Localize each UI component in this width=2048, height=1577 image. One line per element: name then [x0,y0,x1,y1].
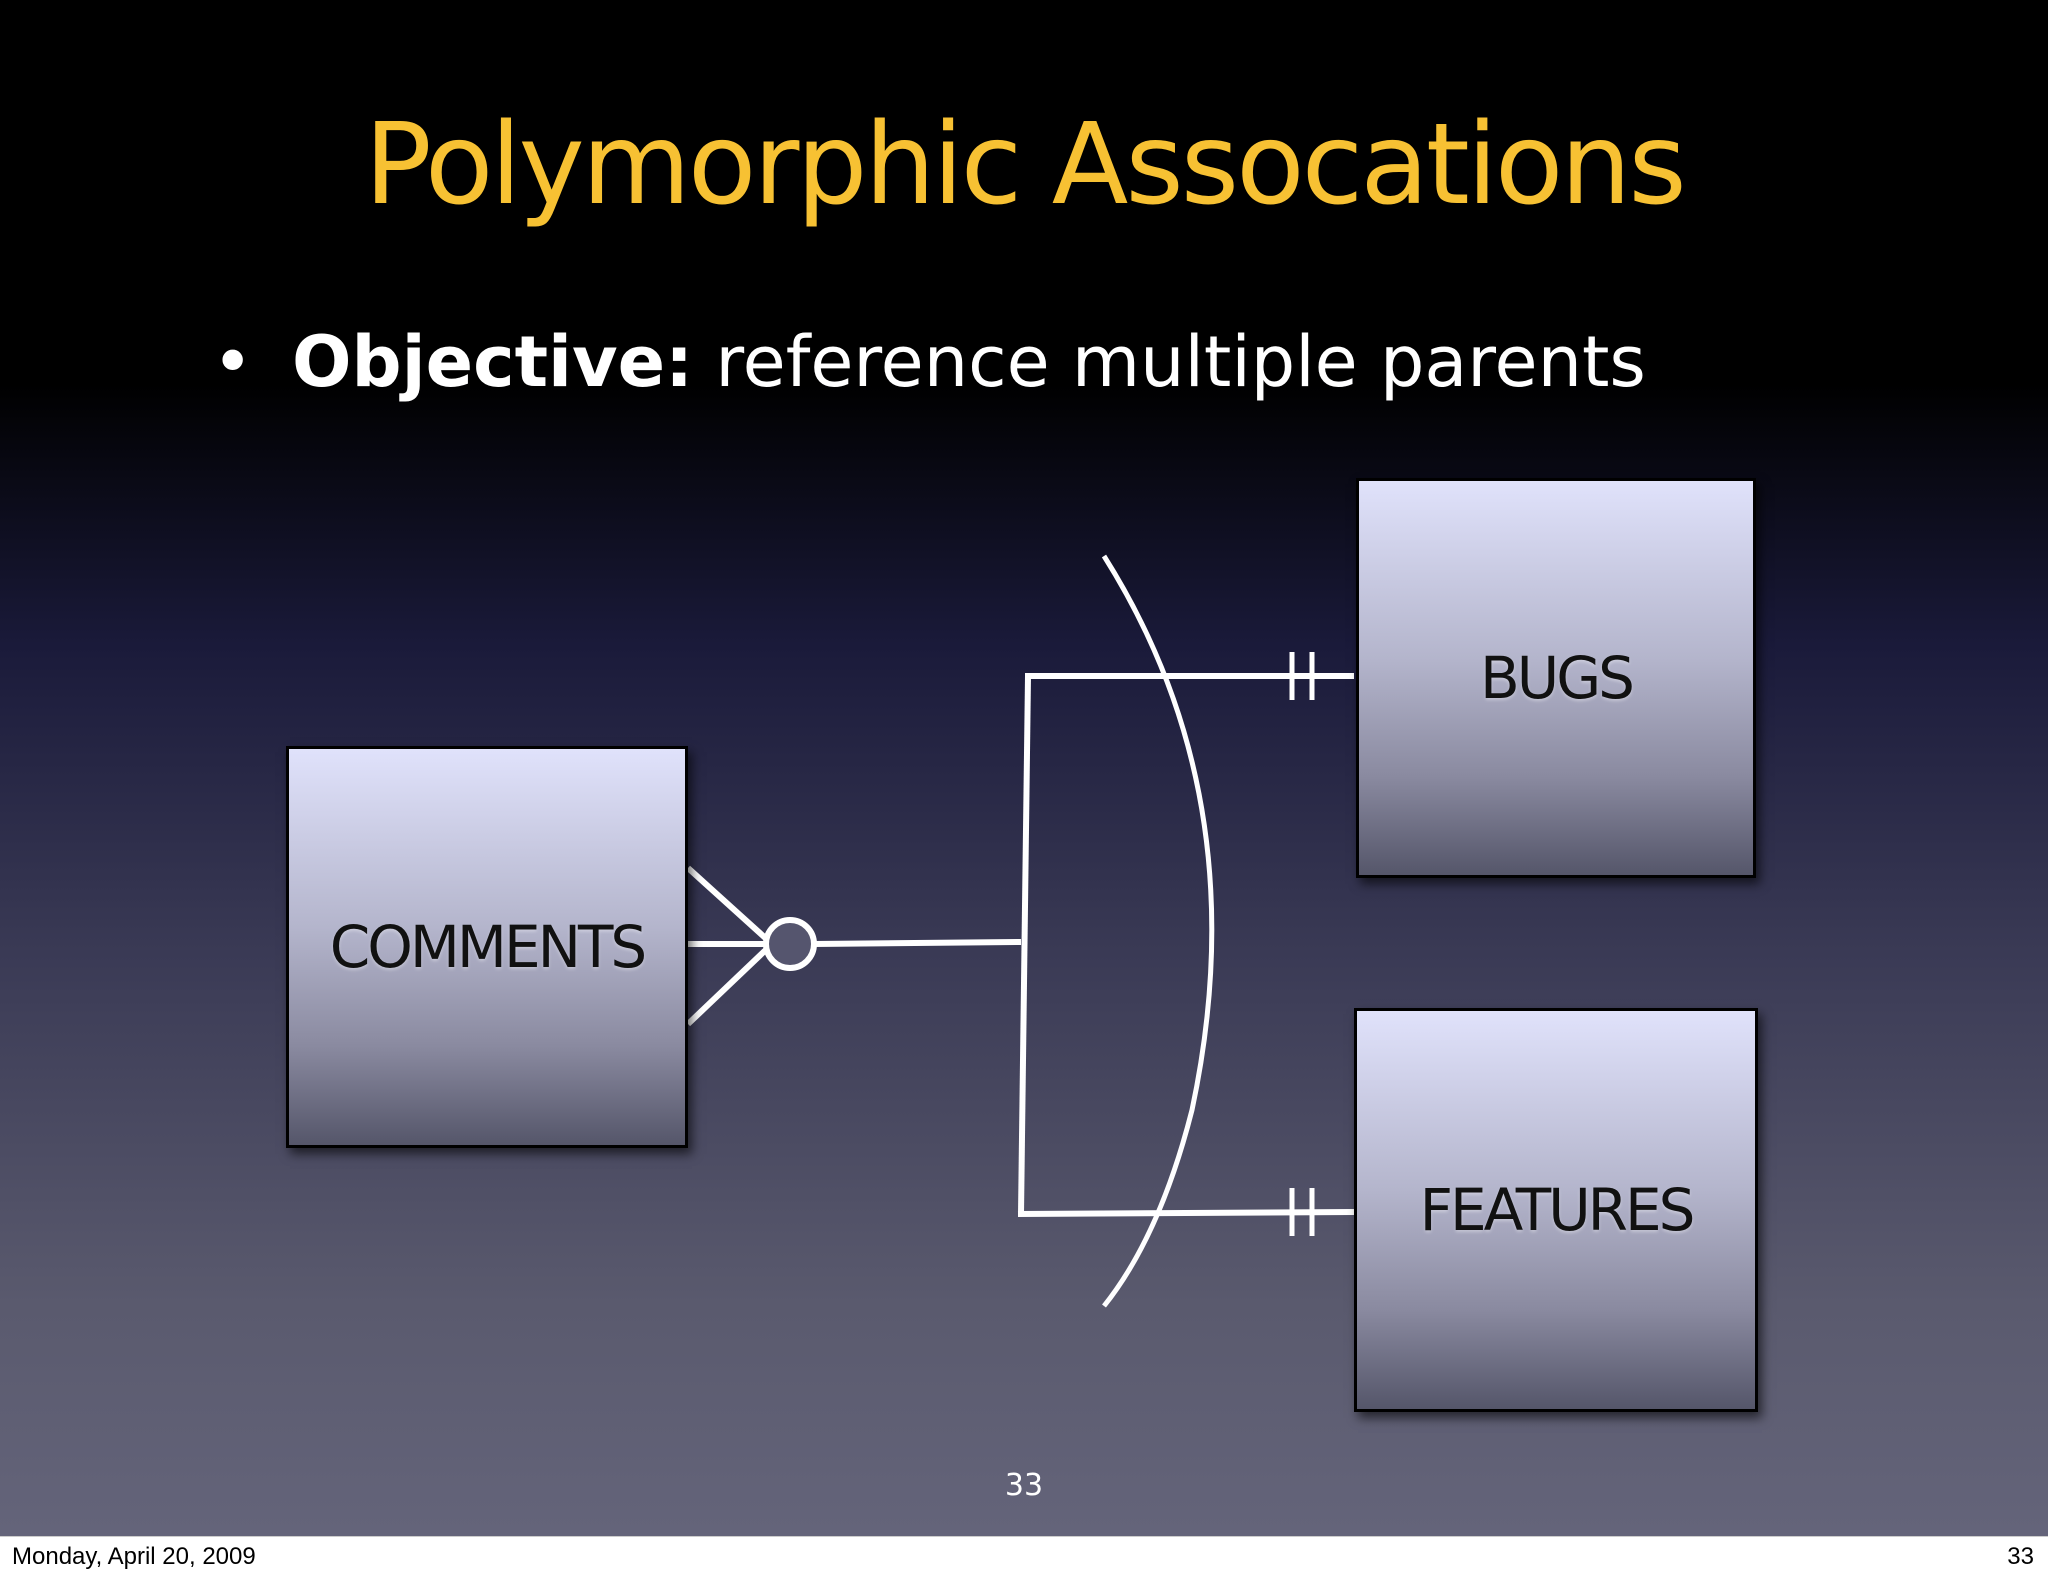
slide-page-number: 33 [1004,1468,1044,1503]
footer-page-number: 33 [2007,1543,2034,1570]
slide-title: Polymorphic Assocations [364,100,1686,230]
entity-features-label: FEATURES [1419,1176,1696,1244]
connector-branch-features [1017,1209,1355,1217]
connector-vertical-bus [1018,675,1031,1215]
print-footer: Monday, April 20, 2009 33 [0,1536,2048,1577]
entity-bugs: BUGS [1356,478,1756,878]
slide: Polymorphic Assocations • Objective: refe… [0,0,2048,1536]
entity-comments-label: COMMENTS [329,913,648,981]
connector-main [813,939,1022,947]
entity-comments: COMMENTS [286,746,688,1148]
crows-foot-upper [685,865,775,947]
bullet-bold-label: Objective: [292,321,694,403]
bullet-item: • Objective: reference multiple parents [212,320,1646,404]
entity-bugs-label: BUGS [1479,644,1635,712]
entity-features: FEATURES [1354,1008,1758,1412]
bullet-text: reference multiple parents [693,321,1646,403]
bullet-glyph: • [212,321,254,403]
footer-date: Monday, April 20, 2009 [12,1543,256,1570]
exclusive-arc [1101,554,1215,1308]
er-diagram-connectors [685,554,1355,1308]
optional-circle [763,917,817,971]
crows-foot-lower [685,941,775,1027]
